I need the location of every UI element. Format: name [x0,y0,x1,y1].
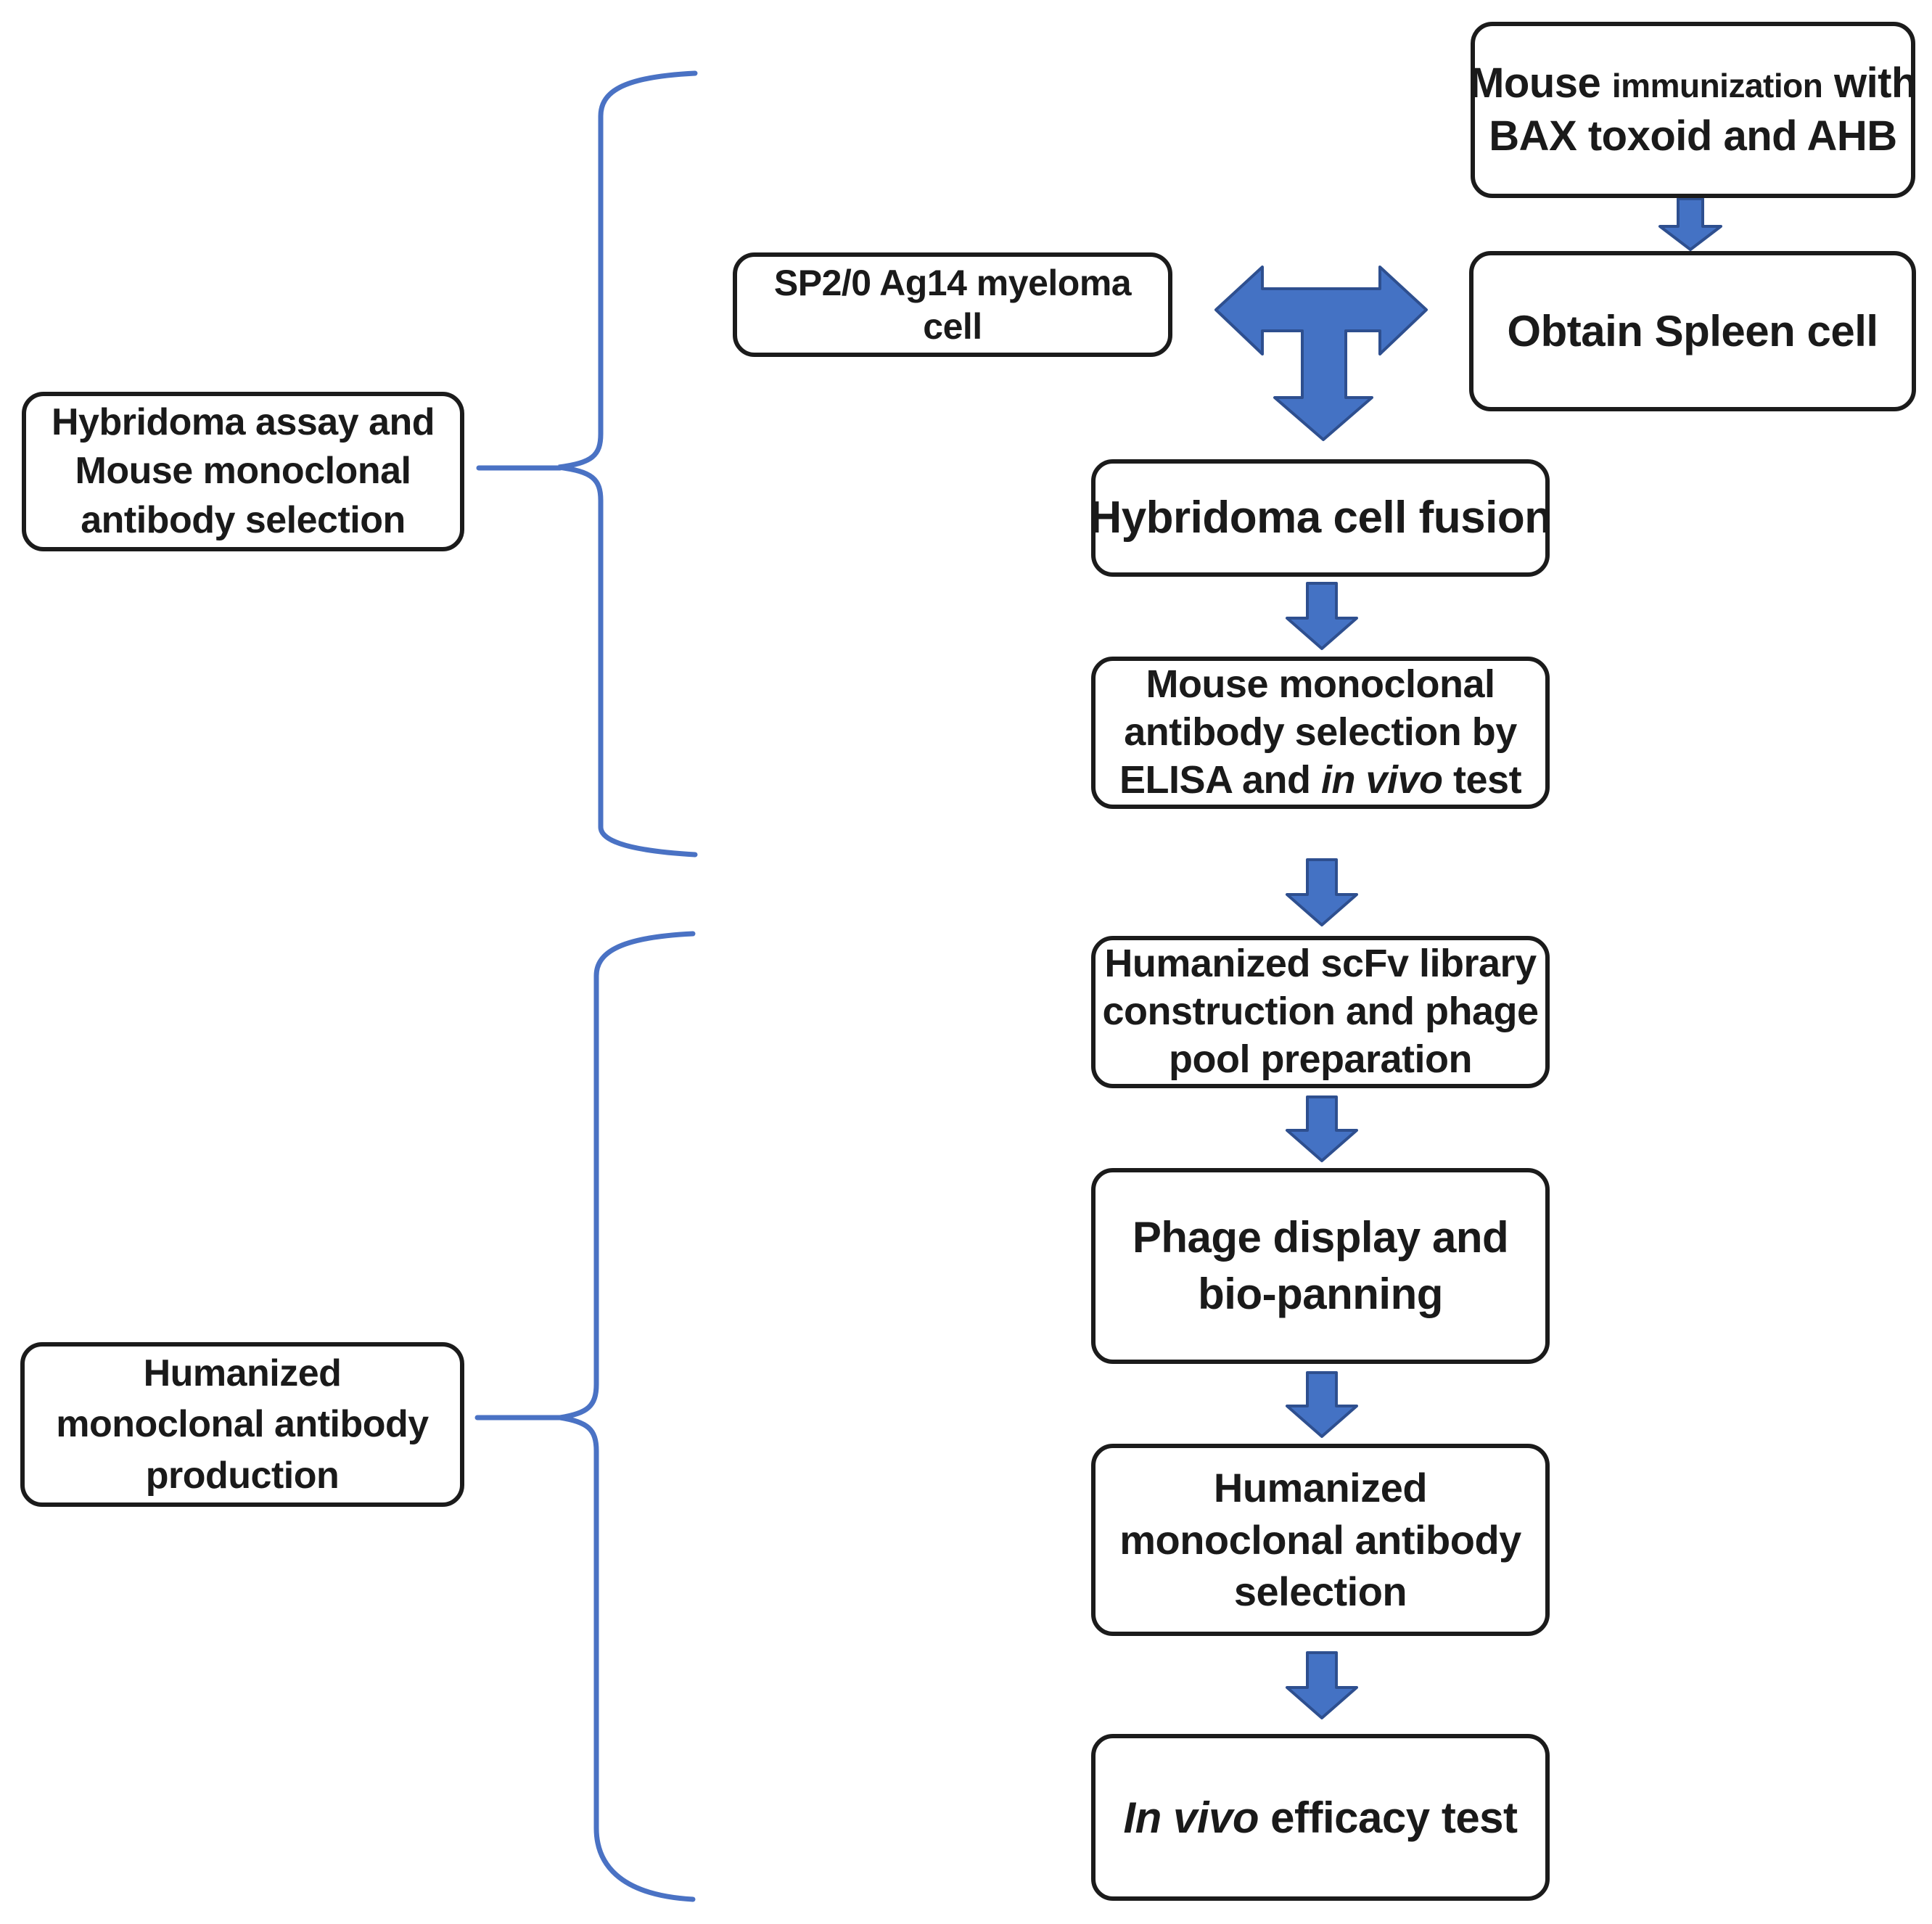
group-label-line: monoclonal antibody [56,1403,429,1446]
node-obtain-spleen-cell: Obtain Spleen cell [1469,251,1916,411]
node-text: test [1442,757,1522,802]
node-text-line: construction and phage [1102,990,1539,1034]
node-text-italic: In vivo [1123,1793,1259,1842]
node-text-line: SP2/0 Ag14 myeloma [773,263,1132,303]
merge-arrow-icon [1214,266,1428,441]
group-label-line: Hybridoma assay and [51,400,435,443]
node-text: ELISA and [1119,757,1321,802]
group-brace-bottom [559,931,696,1902]
node-text-line: Mouse immunization with [1469,57,1917,110]
node-text-line: bio-panning [1198,1270,1443,1318]
node-text-line: BAX toxoid and AHB [1489,112,1897,160]
down-arrow-icon [1286,1651,1358,1719]
node-text-line: In vivo efficacy test [1123,1791,1518,1845]
node-text-italic: in vivo [1320,757,1443,802]
node-text: efficacy test [1259,1793,1518,1842]
group-label-line: Humanized [143,1352,342,1395]
node-hybridoma-cell-fusion: Hybridoma cell fusion [1089,459,1552,577]
group-label-humanized-production: Humanized monoclonal antibody production [20,1342,464,1507]
node-invivo-efficacy-test: In vivo efficacy test [1091,1734,1550,1901]
node-text-line: Humanized [1213,1464,1428,1510]
down-arrow-icon [1658,197,1722,251]
node-text-line: monoclonal antibody [1119,1516,1521,1563]
down-arrow-icon [1286,582,1358,650]
node-text: with [1822,59,1917,107]
node-scfv-library: Humanized scFv library construction and … [1091,936,1550,1088]
down-arrow-icon [1286,858,1358,926]
group-label-hybridoma-assay: Hybridoma assay and Mouse monoclonal ant… [22,392,464,551]
node-text-line: Hybridoma cell fusion [1089,493,1552,543]
group-brace-top [558,70,698,858]
node-text-line: cell [923,306,982,347]
node-sp2-0-myeloma-cell: SP2/0 Ag14 myeloma cell [733,252,1172,357]
node-text-line: pool preparation [1168,1037,1473,1081]
node-text-line: selection [1233,1569,1407,1615]
group-label-line: antibody selection [81,498,406,541]
node-humanized-mab-selection: Humanized monoclonal antibody selection [1091,1444,1550,1636]
node-text-line: Phage display and [1132,1213,1509,1262]
node-text-line: ELISA and in vivo test [1119,757,1522,805]
node-mouse-mab-selection: Mouse monoclonal antibody selection by E… [1091,657,1550,809]
node-text-line: antibody selection by [1124,710,1517,755]
group-label-line: production [145,1454,340,1497]
node-text: immunization [1611,67,1823,104]
node-text-line: Mouse monoclonal [1146,662,1495,707]
node-phage-display: Phage display and bio-panning [1091,1168,1550,1364]
node-text-line: Humanized scFv library [1104,942,1537,986]
group-label-line: Mouse monoclonal [75,450,411,493]
down-arrow-icon [1286,1371,1358,1438]
node-mouse-immunization: Mouse immunization with BAX toxoid and A… [1469,22,1917,198]
node-text: Mouse [1469,59,1612,107]
down-arrow-icon [1286,1095,1358,1162]
node-text-line: Obtain Spleen cell [1507,307,1878,355]
